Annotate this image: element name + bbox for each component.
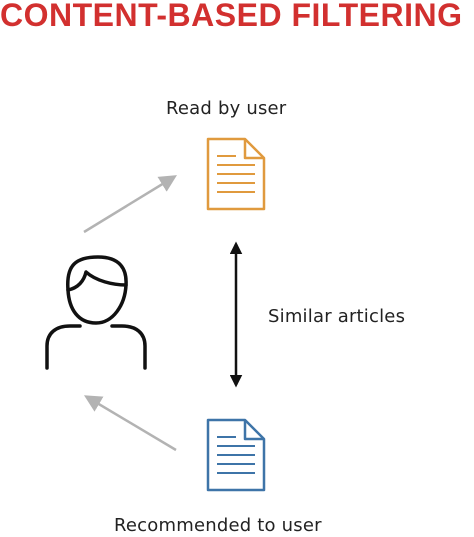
similar-articles-label: Similar articles [268, 306, 406, 327]
recommended-document-icon [206, 418, 266, 492]
arrow-user-to-read [83, 175, 177, 234]
user-icon [45, 255, 147, 370]
read-by-user-label: Read by user [166, 98, 287, 119]
diagram-title: CONTENT-BASED FILTERING [0, 0, 463, 33]
read-document-icon [206, 137, 266, 211]
recommended-to-user-label: Recommended to user [114, 515, 322, 536]
arrow-recommended-to-user [83, 395, 177, 452]
